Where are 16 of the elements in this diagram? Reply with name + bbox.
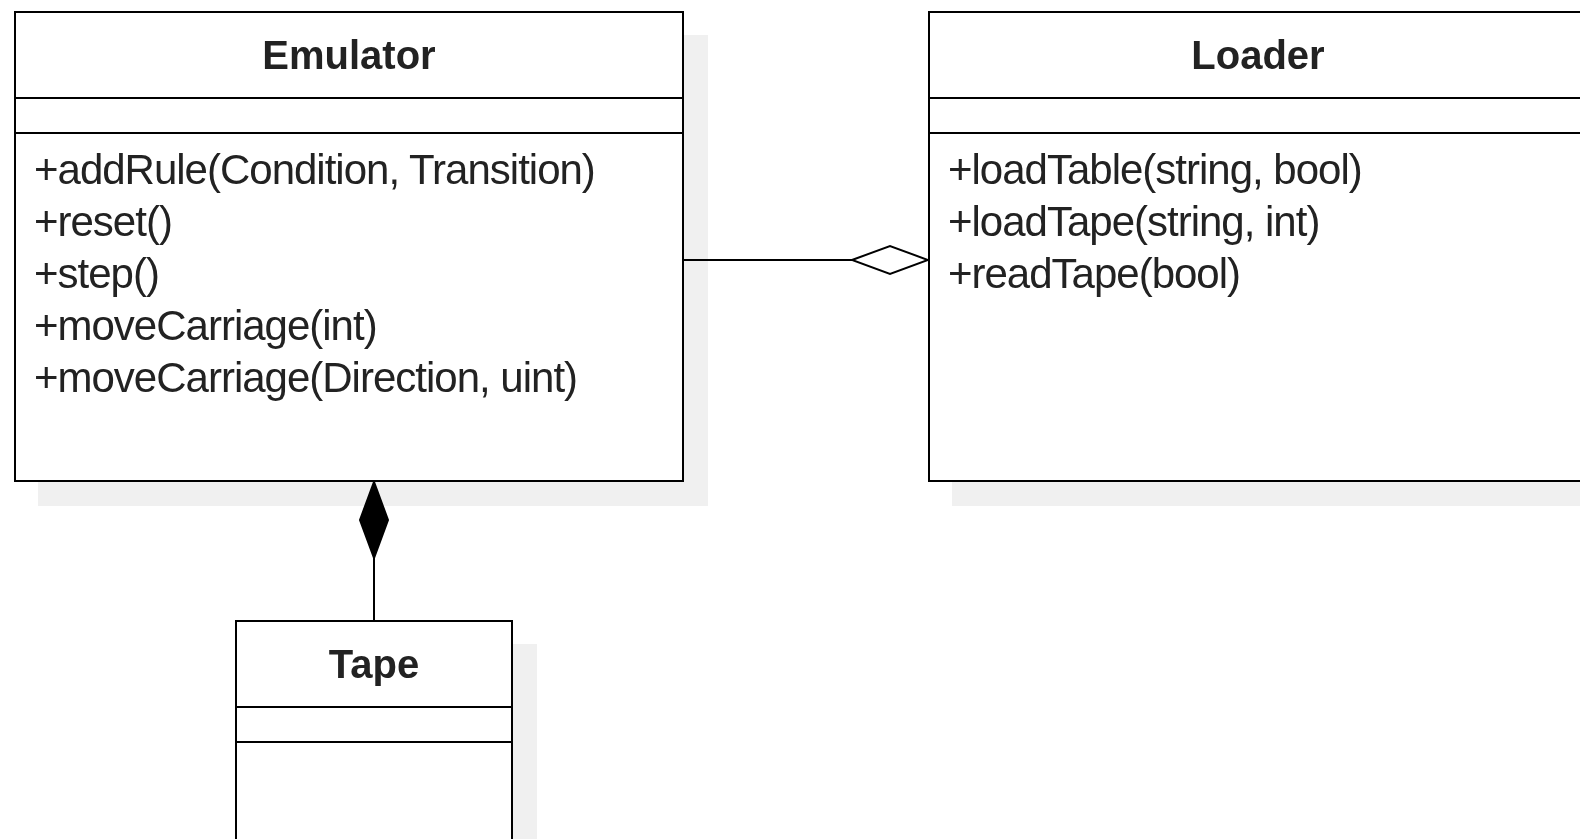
method-text: +loadTape(string, int) <box>948 197 1321 247</box>
class-name: Emulator <box>262 32 436 79</box>
method-text: +moveCarriage(int) <box>34 301 378 351</box>
method-text: +readTape(bool) <box>948 249 1242 299</box>
class-box <box>928 11 1580 482</box>
method-text: +step() <box>34 249 160 299</box>
class-box <box>235 620 513 839</box>
composition-connector <box>359 481 389 621</box>
class-box <box>14 11 684 482</box>
method-text: +loadTable(string, bool) <box>948 145 1363 195</box>
aggregation-connector <box>683 245 929 275</box>
method-text: +addRule(Condition, Transition) <box>34 145 596 195</box>
method-text: +moveCarriage(Direction, uint) <box>34 353 579 403</box>
class-name: Loader <box>1191 32 1325 79</box>
method-text: +reset() <box>34 197 173 247</box>
class-name: Tape <box>328 641 420 688</box>
